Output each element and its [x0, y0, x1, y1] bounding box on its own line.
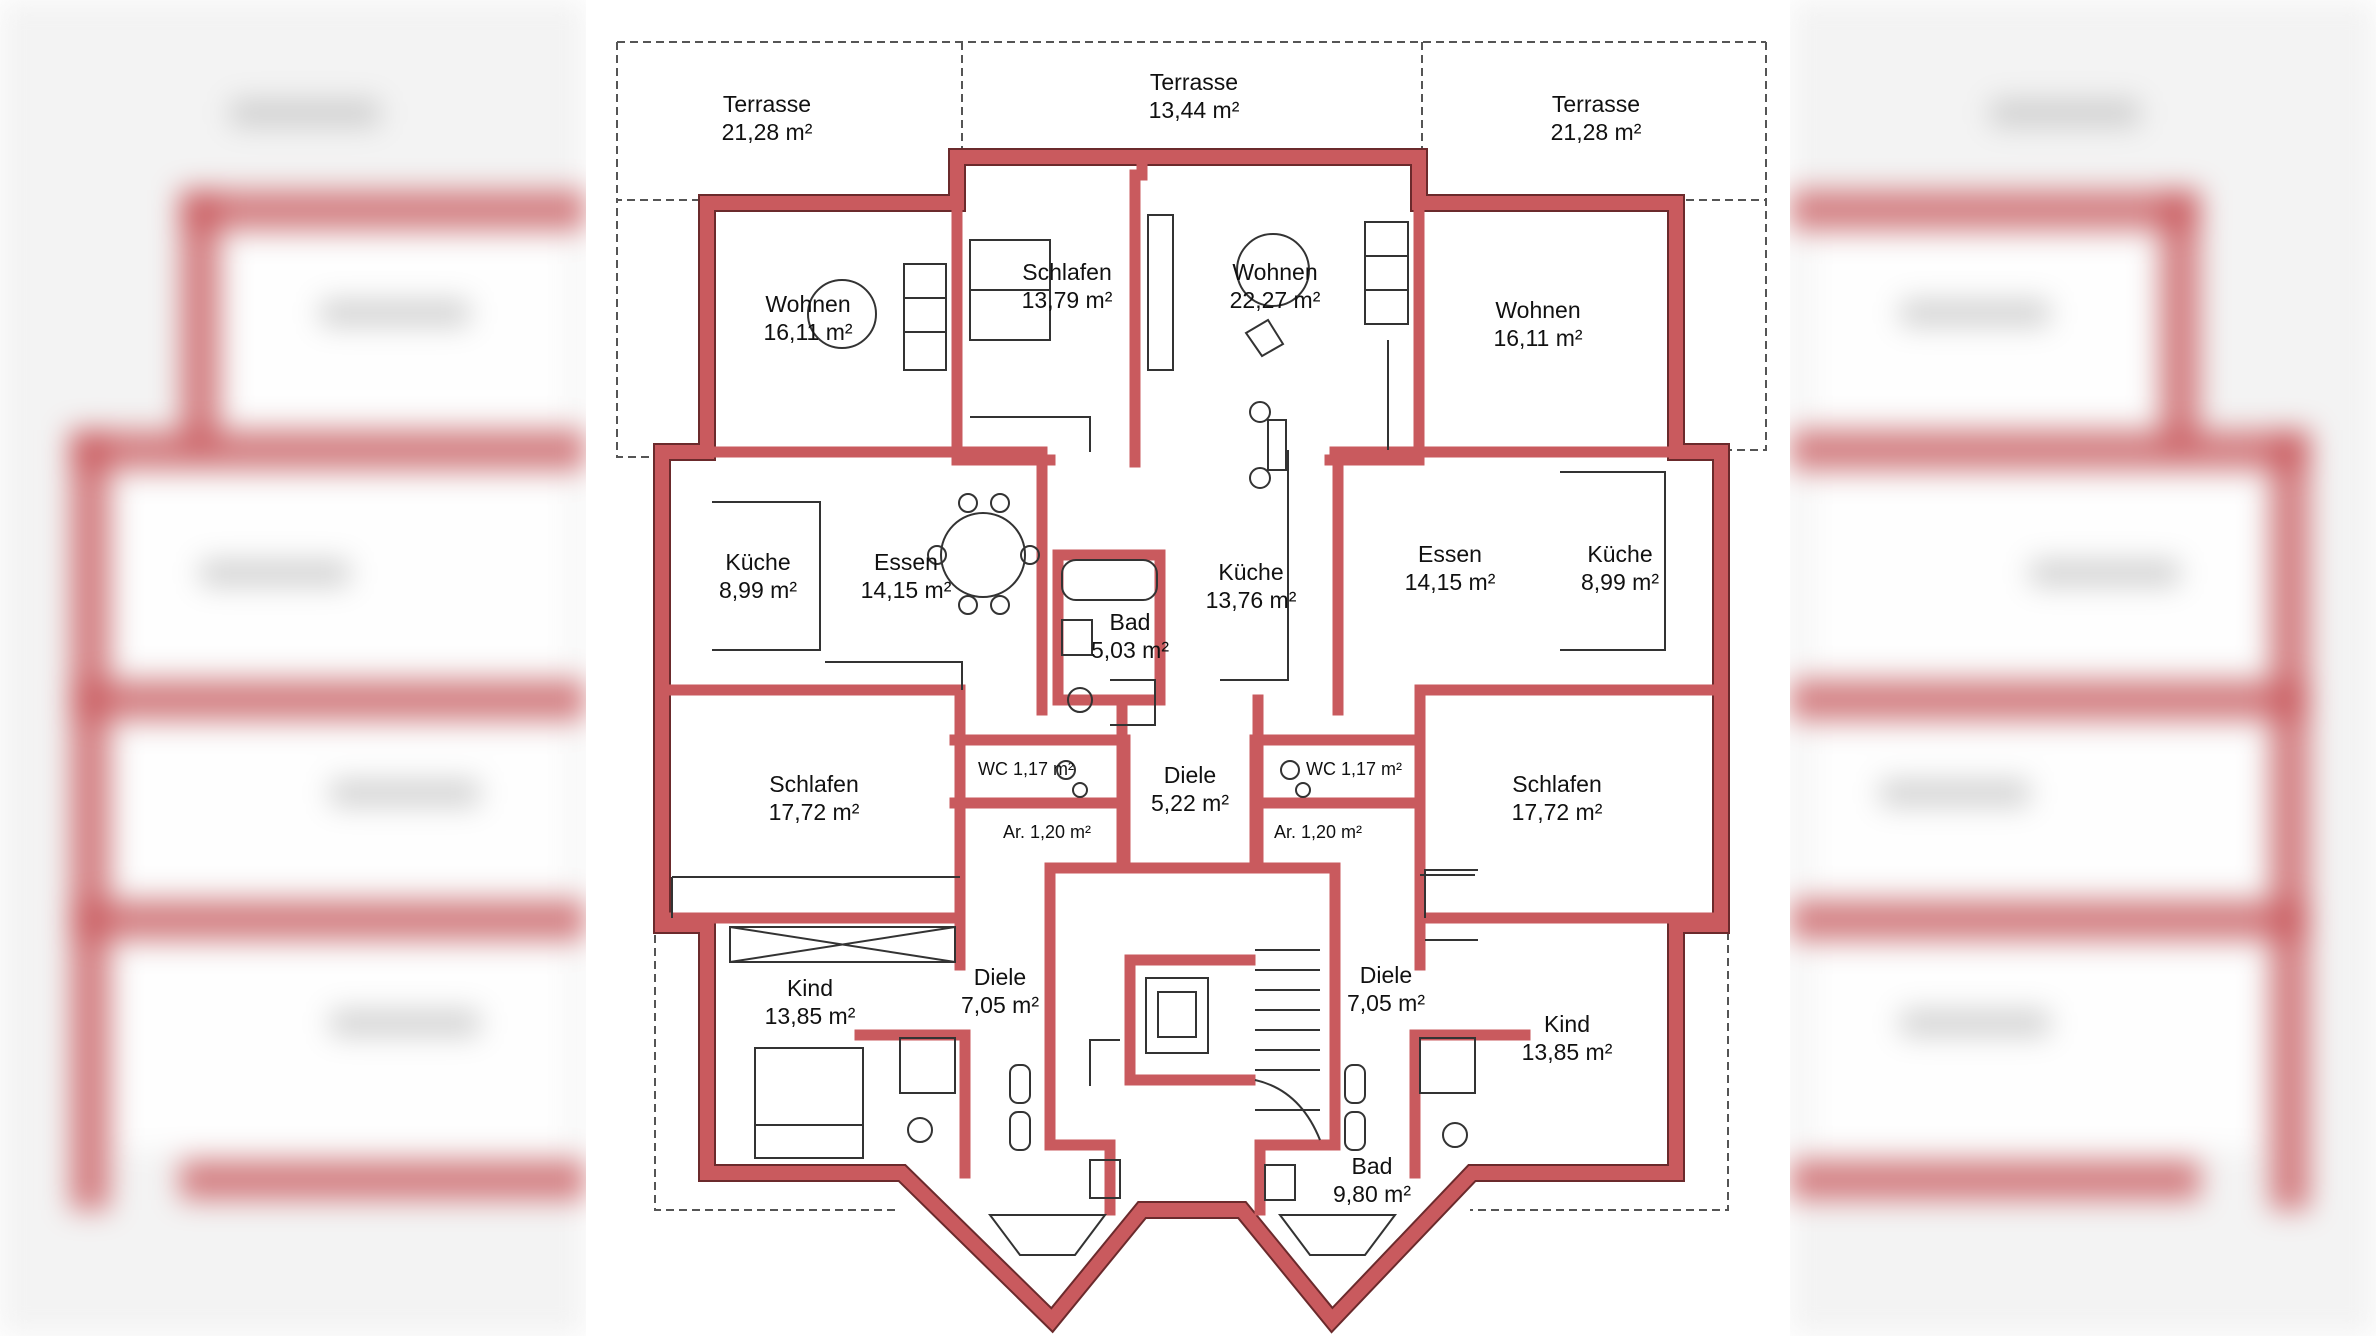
- bath-center-name: Bad: [1110, 609, 1151, 635]
- terrace-center-name: Terrasse: [1150, 69, 1238, 95]
- bedroom-right-area: 17,72 m²: [1512, 799, 1603, 825]
- child-left-name: Kind: [787, 975, 833, 1001]
- wc-right-label: WC 1,17 m²: [1306, 759, 1402, 779]
- bedroom-left-area: 17,72 m²: [769, 799, 860, 825]
- living-center-name: Wohnen: [1232, 259, 1317, 285]
- interior-walls: [664, 151, 1718, 1216]
- dining-left-name: Essen: [874, 549, 938, 575]
- hall-right-area: 7,05 m²: [1347, 990, 1425, 1016]
- terrace-left-name: Terrasse: [723, 91, 811, 117]
- terrace-left-area: 21,28 m²: [722, 119, 813, 145]
- fixtures: [671, 214, 1666, 1256]
- kitchen-right-name: Küche: [1587, 541, 1652, 567]
- floor-plan: Terrasse 21,28 m² Terrasse 13,44 m² Terr…: [586, 0, 1790, 1336]
- hall-left-area: 7,05 m²: [961, 992, 1039, 1018]
- living-right-name: Wohnen: [1495, 297, 1580, 323]
- hall-right-name: Diele: [1360, 962, 1412, 988]
- hall-center-area: 5,22 m²: [1151, 790, 1229, 816]
- blurred-background-right: [1790, 0, 2376, 1336]
- terrace-right-area: 21,28 m²: [1551, 119, 1642, 145]
- blurred-background-left: [0, 0, 586, 1336]
- dining-left-area: 14,15 m²: [861, 577, 952, 603]
- kitchen-left-name: Küche: [725, 549, 790, 575]
- bedroom-top-center-name: Schlafen: [1022, 259, 1112, 285]
- child-left-area: 13,85 m²: [765, 1003, 856, 1029]
- hall-left-name: Diele: [974, 964, 1026, 990]
- bedroom-right-name: Schlafen: [1512, 771, 1602, 797]
- dining-right-area: 14,15 m²: [1405, 569, 1496, 595]
- terrace-center-area: 13,44 m²: [1149, 97, 1240, 123]
- kitchen-right-area: 8,99 m²: [1581, 569, 1659, 595]
- child-right-name: Kind: [1544, 1011, 1590, 1037]
- bath-right-area: 9,80 m²: [1333, 1181, 1411, 1207]
- bedroom-left-name: Schlafen: [769, 771, 859, 797]
- wc-left-label: WC 1,17 m²: [978, 759, 1074, 779]
- bath-right-name: Bad: [1352, 1153, 1393, 1179]
- storage-right-label: Ar. 1,20 m²: [1274, 822, 1362, 842]
- hall-center-name: Diele: [1164, 762, 1216, 788]
- living-left-area: 16,11 m²: [763, 319, 852, 345]
- room-labels: Terrasse 21,28 m² Terrasse 13,44 m² Terr…: [719, 69, 1659, 1207]
- bath-center-area: 5,03 m²: [1091, 637, 1169, 663]
- bedroom-top-center-area: 13,79 m²: [1022, 287, 1113, 313]
- kitchen-center-area: 13,76 m²: [1206, 587, 1297, 613]
- living-center-area: 22,27 m²: [1230, 287, 1321, 313]
- dining-right-name: Essen: [1418, 541, 1482, 567]
- kitchen-center-name: Küche: [1218, 559, 1283, 585]
- terrace-right-name: Terrasse: [1552, 91, 1640, 117]
- living-left-name: Wohnen: [765, 291, 850, 317]
- storage-left-label: Ar. 1,20 m²: [1003, 822, 1091, 842]
- kitchen-left-area: 8,99 m²: [719, 577, 797, 603]
- living-right-area: 16,11 m²: [1493, 325, 1582, 351]
- child-right-area: 13,85 m²: [1522, 1039, 1613, 1065]
